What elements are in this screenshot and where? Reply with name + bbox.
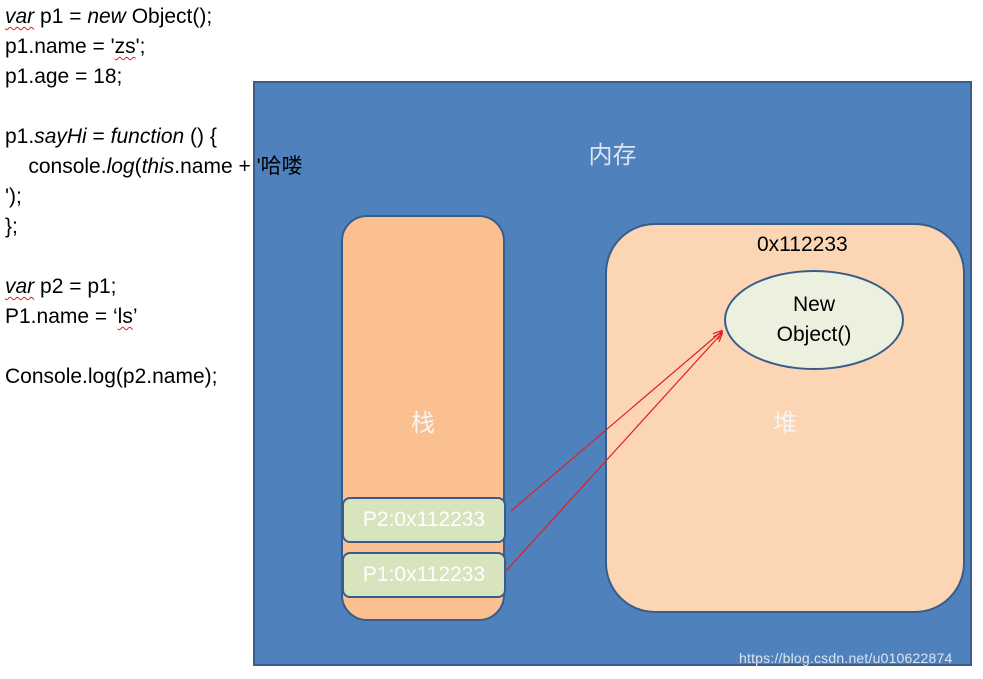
stack-cell-p1: P1:0x112233 (342, 552, 506, 598)
object-label-line2: Object() (776, 323, 852, 346)
memory-label: 内存 (588, 142, 637, 169)
code-line-7: '); (5, 185, 22, 208)
code-line-blank (5, 242, 303, 272)
keyword-var: var (5, 5, 35, 28)
stack-region: 栈 P2:0x112233 P1:0x112233 (341, 215, 506, 621)
code-text: '; (135, 35, 146, 58)
code-text: ’ (132, 305, 138, 328)
code-line-3: p1.age = 18; (5, 65, 123, 88)
object-label-line1: New (792, 293, 835, 316)
string-ls: ls (117, 305, 133, 328)
code-line-6: console.log(this.name + '哈喽 (5, 152, 303, 182)
method-log: log (106, 155, 135, 178)
code-text: .name + '哈喽 (174, 155, 303, 178)
code-line-5: p1.sayHi = function () { (5, 122, 303, 152)
stack-cell-p2: P2:0x112233 (342, 497, 506, 543)
code-text: p1 = (34, 5, 88, 28)
code-line-10: var p2 = p1; (5, 272, 303, 302)
code-text: p1.name = ' (5, 35, 115, 58)
keyword-var: var (5, 275, 35, 298)
keyword-function: function (110, 125, 185, 148)
string-zs: zs (114, 35, 136, 58)
heap-address: 0x112233 (757, 233, 848, 256)
code-text: () { (184, 125, 217, 148)
code-text: Object(); (125, 5, 213, 28)
watermark: https://blog.csdn.net/u010622874 (739, 650, 953, 666)
code-text: console. (5, 155, 107, 178)
code-line-blank (5, 332, 303, 362)
heap-region: 0x112233 New Object() 堆 (605, 223, 965, 613)
code-text: ( (134, 155, 142, 178)
heap-object: New Object() (724, 270, 904, 370)
stack-label: 栈 (411, 410, 435, 437)
code-line-8: }; (5, 215, 18, 238)
code-line-blank (5, 92, 303, 122)
code-text: P1.name = ‘ (5, 305, 118, 328)
code-line-11: P1.name = ‘ls’ (5, 302, 303, 332)
code-text: p1. (5, 125, 35, 148)
method-sayhi: sayHi (34, 125, 87, 148)
code-line-13: Console.log(p2.name); (5, 365, 218, 388)
heap-label: 堆 (773, 410, 797, 437)
keyword-this: this (141, 155, 175, 178)
code-line-2: p1.name = 'zs'; (5, 32, 303, 62)
keyword-new: new (87, 5, 126, 28)
code-text: p2 = p1; (34, 275, 117, 298)
code-text: = (86, 125, 111, 148)
code-line-1: var p1 = new Object(); (5, 2, 303, 32)
memory-region: 内存 栈 P2:0x112233 P1:0x112233 0x112233 Ne… (253, 81, 972, 666)
code-block: var p1 = new Object();p1.name = 'zs';p1.… (5, 2, 303, 392)
